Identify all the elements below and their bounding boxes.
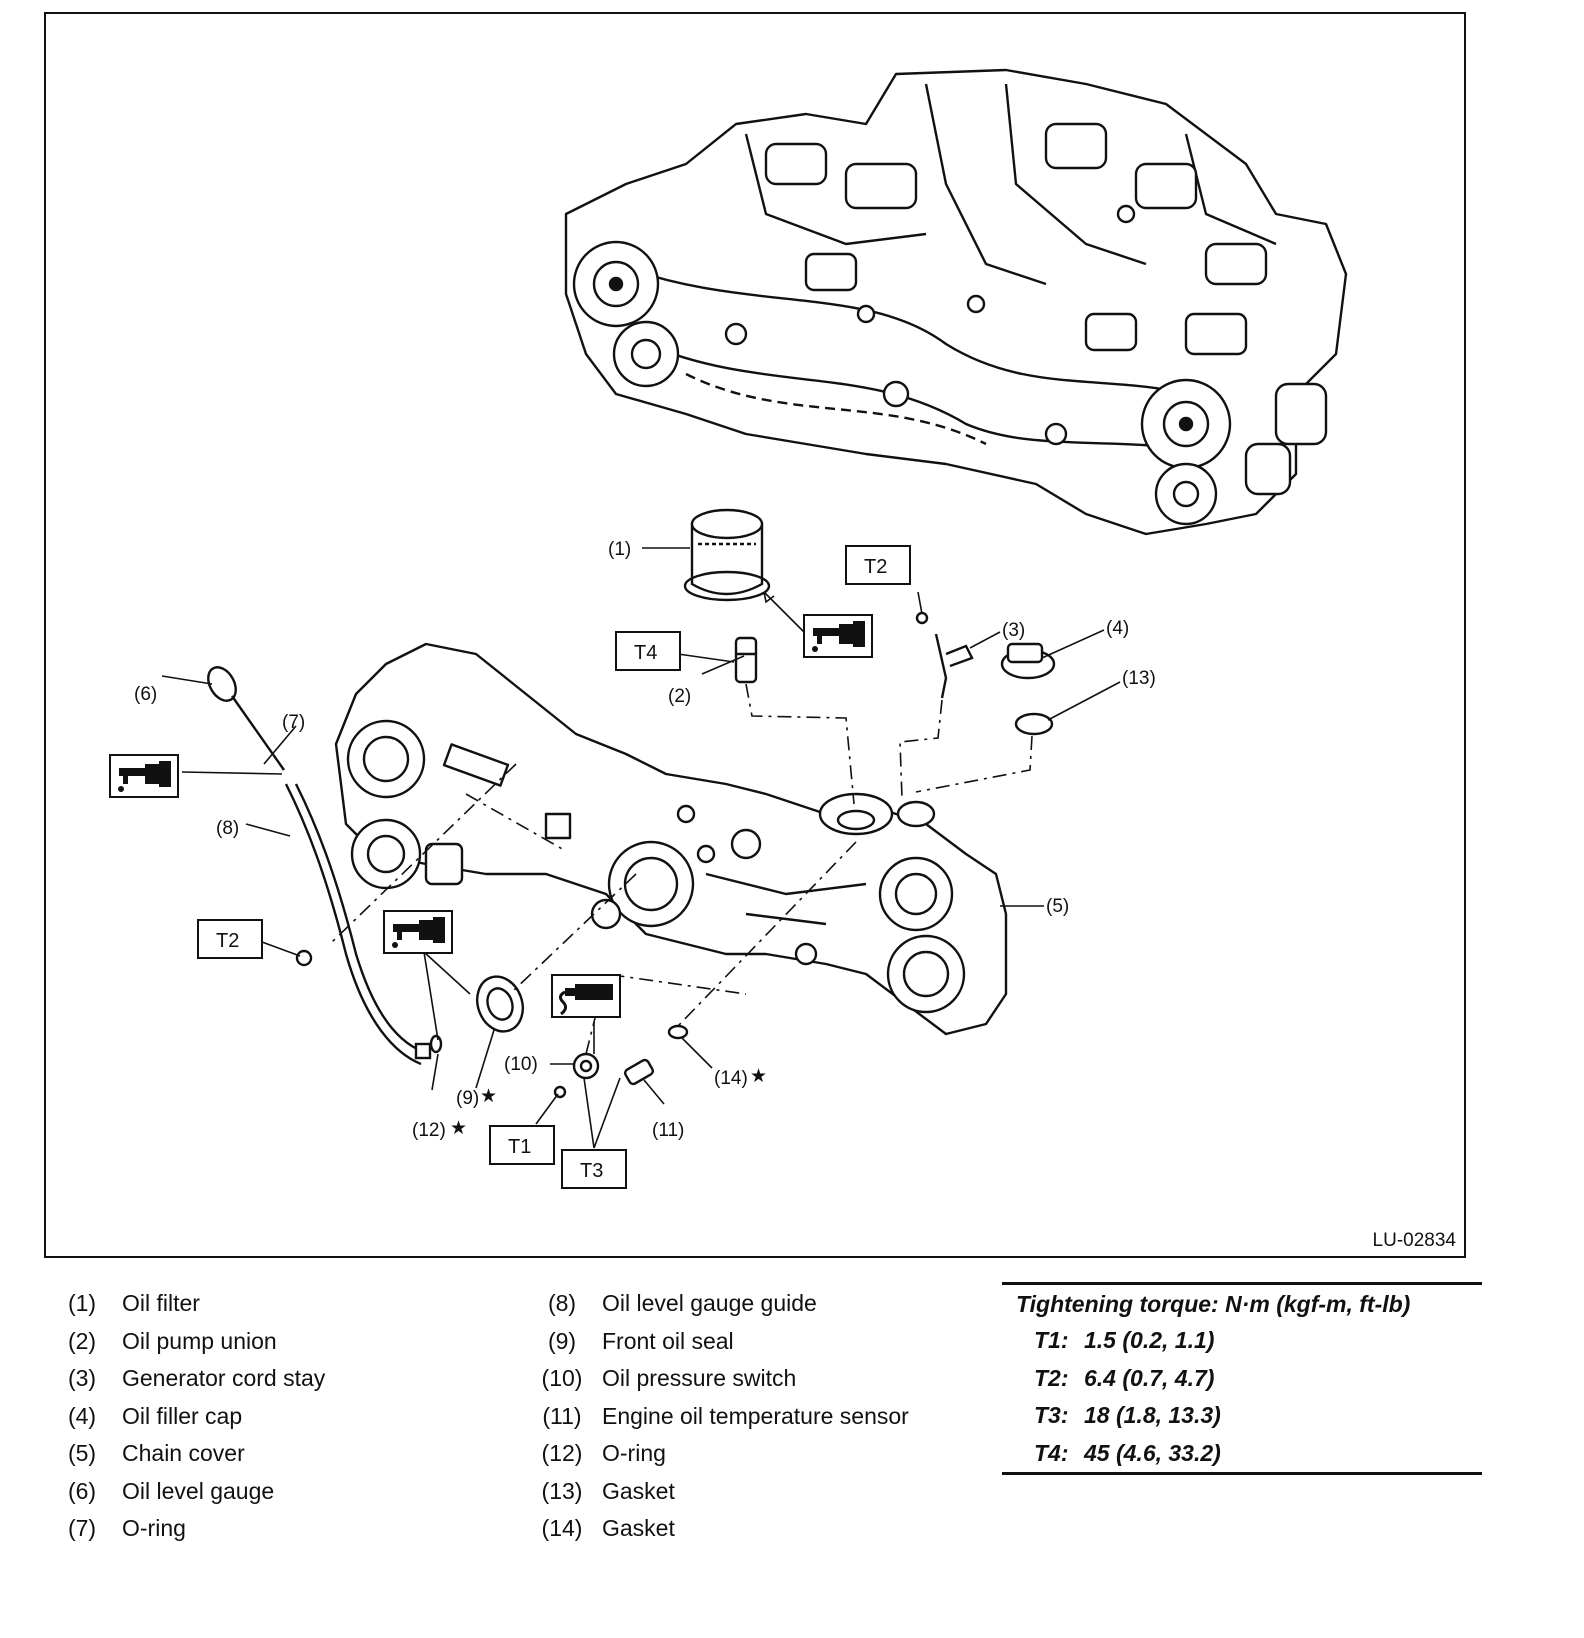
- torque-table-title: Tightening torque: N·m (kgf-m, ft-lb): [1016, 1291, 1411, 1317]
- callout-3: (3): [1002, 620, 1025, 641]
- parts-drawing: [207, 508, 1056, 1099]
- legend-item: (14)Gasket: [541, 1515, 675, 1541]
- oil-can-icon: [382, 910, 454, 954]
- svg-text:T4: T4: [634, 642, 657, 664]
- callout-13: (13): [1122, 668, 1156, 689]
- legend-item: (13)Gasket: [541, 1477, 675, 1504]
- chain-cover-drawing: [334, 642, 1008, 1036]
- callout-7: (7): [282, 712, 305, 733]
- legend-item: (2)Oil pump union: [67, 1327, 277, 1354]
- legend-item: (9)Front oil seal: [547, 1327, 734, 1354]
- sealant-icon: [550, 974, 622, 1018]
- callout-11: (11): [652, 1120, 684, 1141]
- legend-item: (3)Generator cord stay: [67, 1365, 326, 1391]
- callout-8: (8): [216, 818, 239, 839]
- callout-labels: (1) (2) (3) (4) (13) (6) (7) (8) (5) (10…: [134, 539, 1156, 1141]
- legend-left-column: (1)Oil filter (2)Oil pump union (3)Gener…: [50, 1285, 325, 1548]
- torque-row: T3:18 (1.8, 13.3): [1034, 1402, 1221, 1428]
- legend-item: (4)Oil filler cap: [67, 1402, 243, 1429]
- star-14: ★: [750, 1066, 767, 1087]
- legend-item: (7)O-ring: [67, 1515, 186, 1541]
- callout-9: (9): [456, 1088, 479, 1109]
- callout-6: (6): [134, 684, 157, 705]
- torque-boxes: T4 T2 T2 T1 T3: [197, 545, 911, 1189]
- torque-box-t2-left: T2: [197, 919, 263, 959]
- torque-box-t4: T4: [615, 631, 681, 671]
- legend-item: (12)O-ring: [541, 1440, 666, 1466]
- callout-4: (4): [1106, 618, 1129, 639]
- svg-text:T1: T1: [508, 1136, 531, 1158]
- svg-text:T2: T2: [216, 930, 239, 952]
- legend-item: (1)Oil filter: [67, 1290, 200, 1316]
- legend-item: (5)Chain cover: [67, 1440, 245, 1466]
- legend-item: (6)Oil level gauge: [67, 1477, 275, 1504]
- exploded-view-figure: (1) (2) (3) (4) (13) (6) (7) (8) (5) (10…: [44, 12, 1466, 1258]
- callout-5: (5): [1046, 896, 1069, 917]
- torque-box-t1: T1: [489, 1125, 555, 1165]
- torque-box-t2-top: T2: [845, 545, 911, 585]
- figure-id: LU-02834: [1372, 1230, 1456, 1251]
- torque-box-t3: T3: [561, 1149, 627, 1189]
- star-9: ★: [480, 1086, 497, 1107]
- svg-text:T2: T2: [864, 556, 887, 578]
- oil-can-icon: [802, 614, 874, 658]
- assembly-lines: [331, 683, 1033, 1055]
- callout-14: (14): [714, 1068, 748, 1089]
- callout-2: (2): [668, 686, 691, 707]
- callout-1: (1): [608, 539, 631, 560]
- legend-middle-column: (8)Oil level gauge guide (9)Front oil se…: [530, 1285, 909, 1548]
- star-12: ★: [450, 1118, 467, 1139]
- svg-text:T3: T3: [580, 1160, 603, 1182]
- legend-item: (11)Engine oil temperature sensor: [542, 1402, 909, 1429]
- callout-12: (12): [412, 1120, 446, 1141]
- oil-can-icon: [108, 754, 180, 798]
- tightening-torque-table: Tightening torque: N·m (kgf-m, ft-lb) T1…: [1002, 1282, 1482, 1475]
- legend-item: (8)Oil level gauge guide: [547, 1290, 817, 1316]
- callout-10: (10): [504, 1054, 538, 1075]
- torque-row: T4:45 (4.6, 33.2): [1034, 1439, 1221, 1466]
- engine-block-drawing: [564, 68, 1348, 536]
- legend-item: (10)Oil pressure switch: [541, 1365, 797, 1391]
- diagram-drawing: (1) (2) (3) (4) (13) (6) (7) (8) (5) (10…: [108, 68, 1348, 1189]
- torque-row: T2:6.4 (0.7, 4.7): [1034, 1364, 1215, 1391]
- torque-row: T1:1.5 (0.2, 1.1): [1034, 1327, 1215, 1353]
